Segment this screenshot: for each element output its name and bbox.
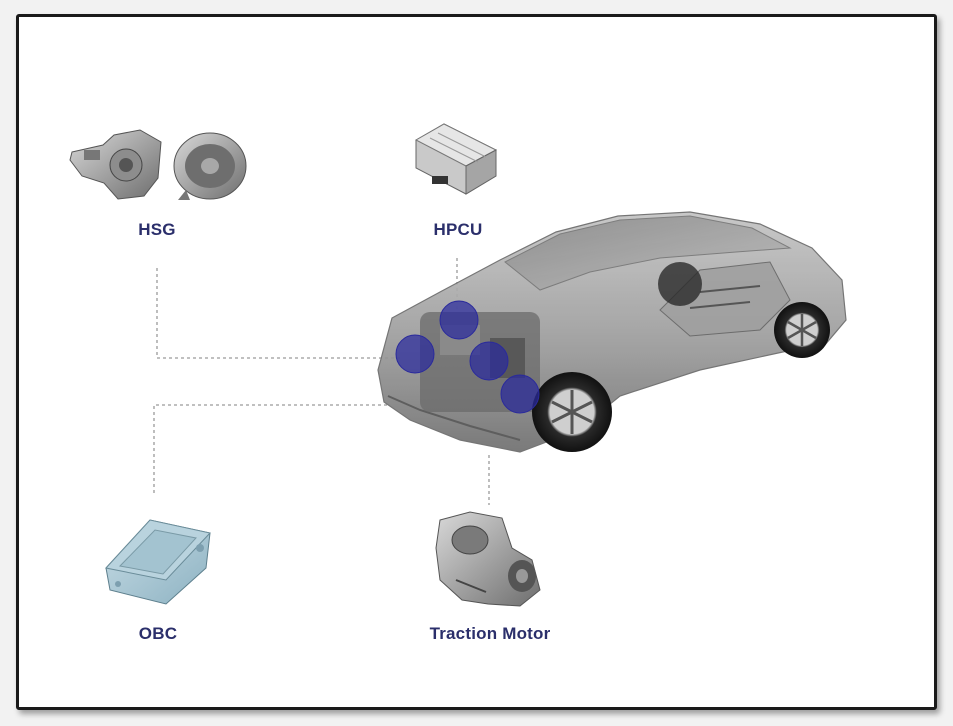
component-highlights [395,300,540,414]
connector-hsg [156,268,400,359]
obc-part-icon [105,519,211,605]
label-hsg: HSG [138,220,176,239]
highlight-obc [500,374,540,414]
hpcu-part-icon [414,123,498,195]
traction-motor-part-icon [435,511,541,607]
car-illustration [377,211,847,453]
connector-obc [153,404,390,493]
highlight-hpcu [439,300,479,340]
highlight-hsg [395,334,435,374]
highlight-traction-motor [469,341,509,381]
hsg-part-icon [69,129,247,200]
label-obc: OBC [138,624,178,643]
label-traction-motor: Traction Motor [429,624,551,643]
label-hpcu: HPCU [433,220,483,239]
